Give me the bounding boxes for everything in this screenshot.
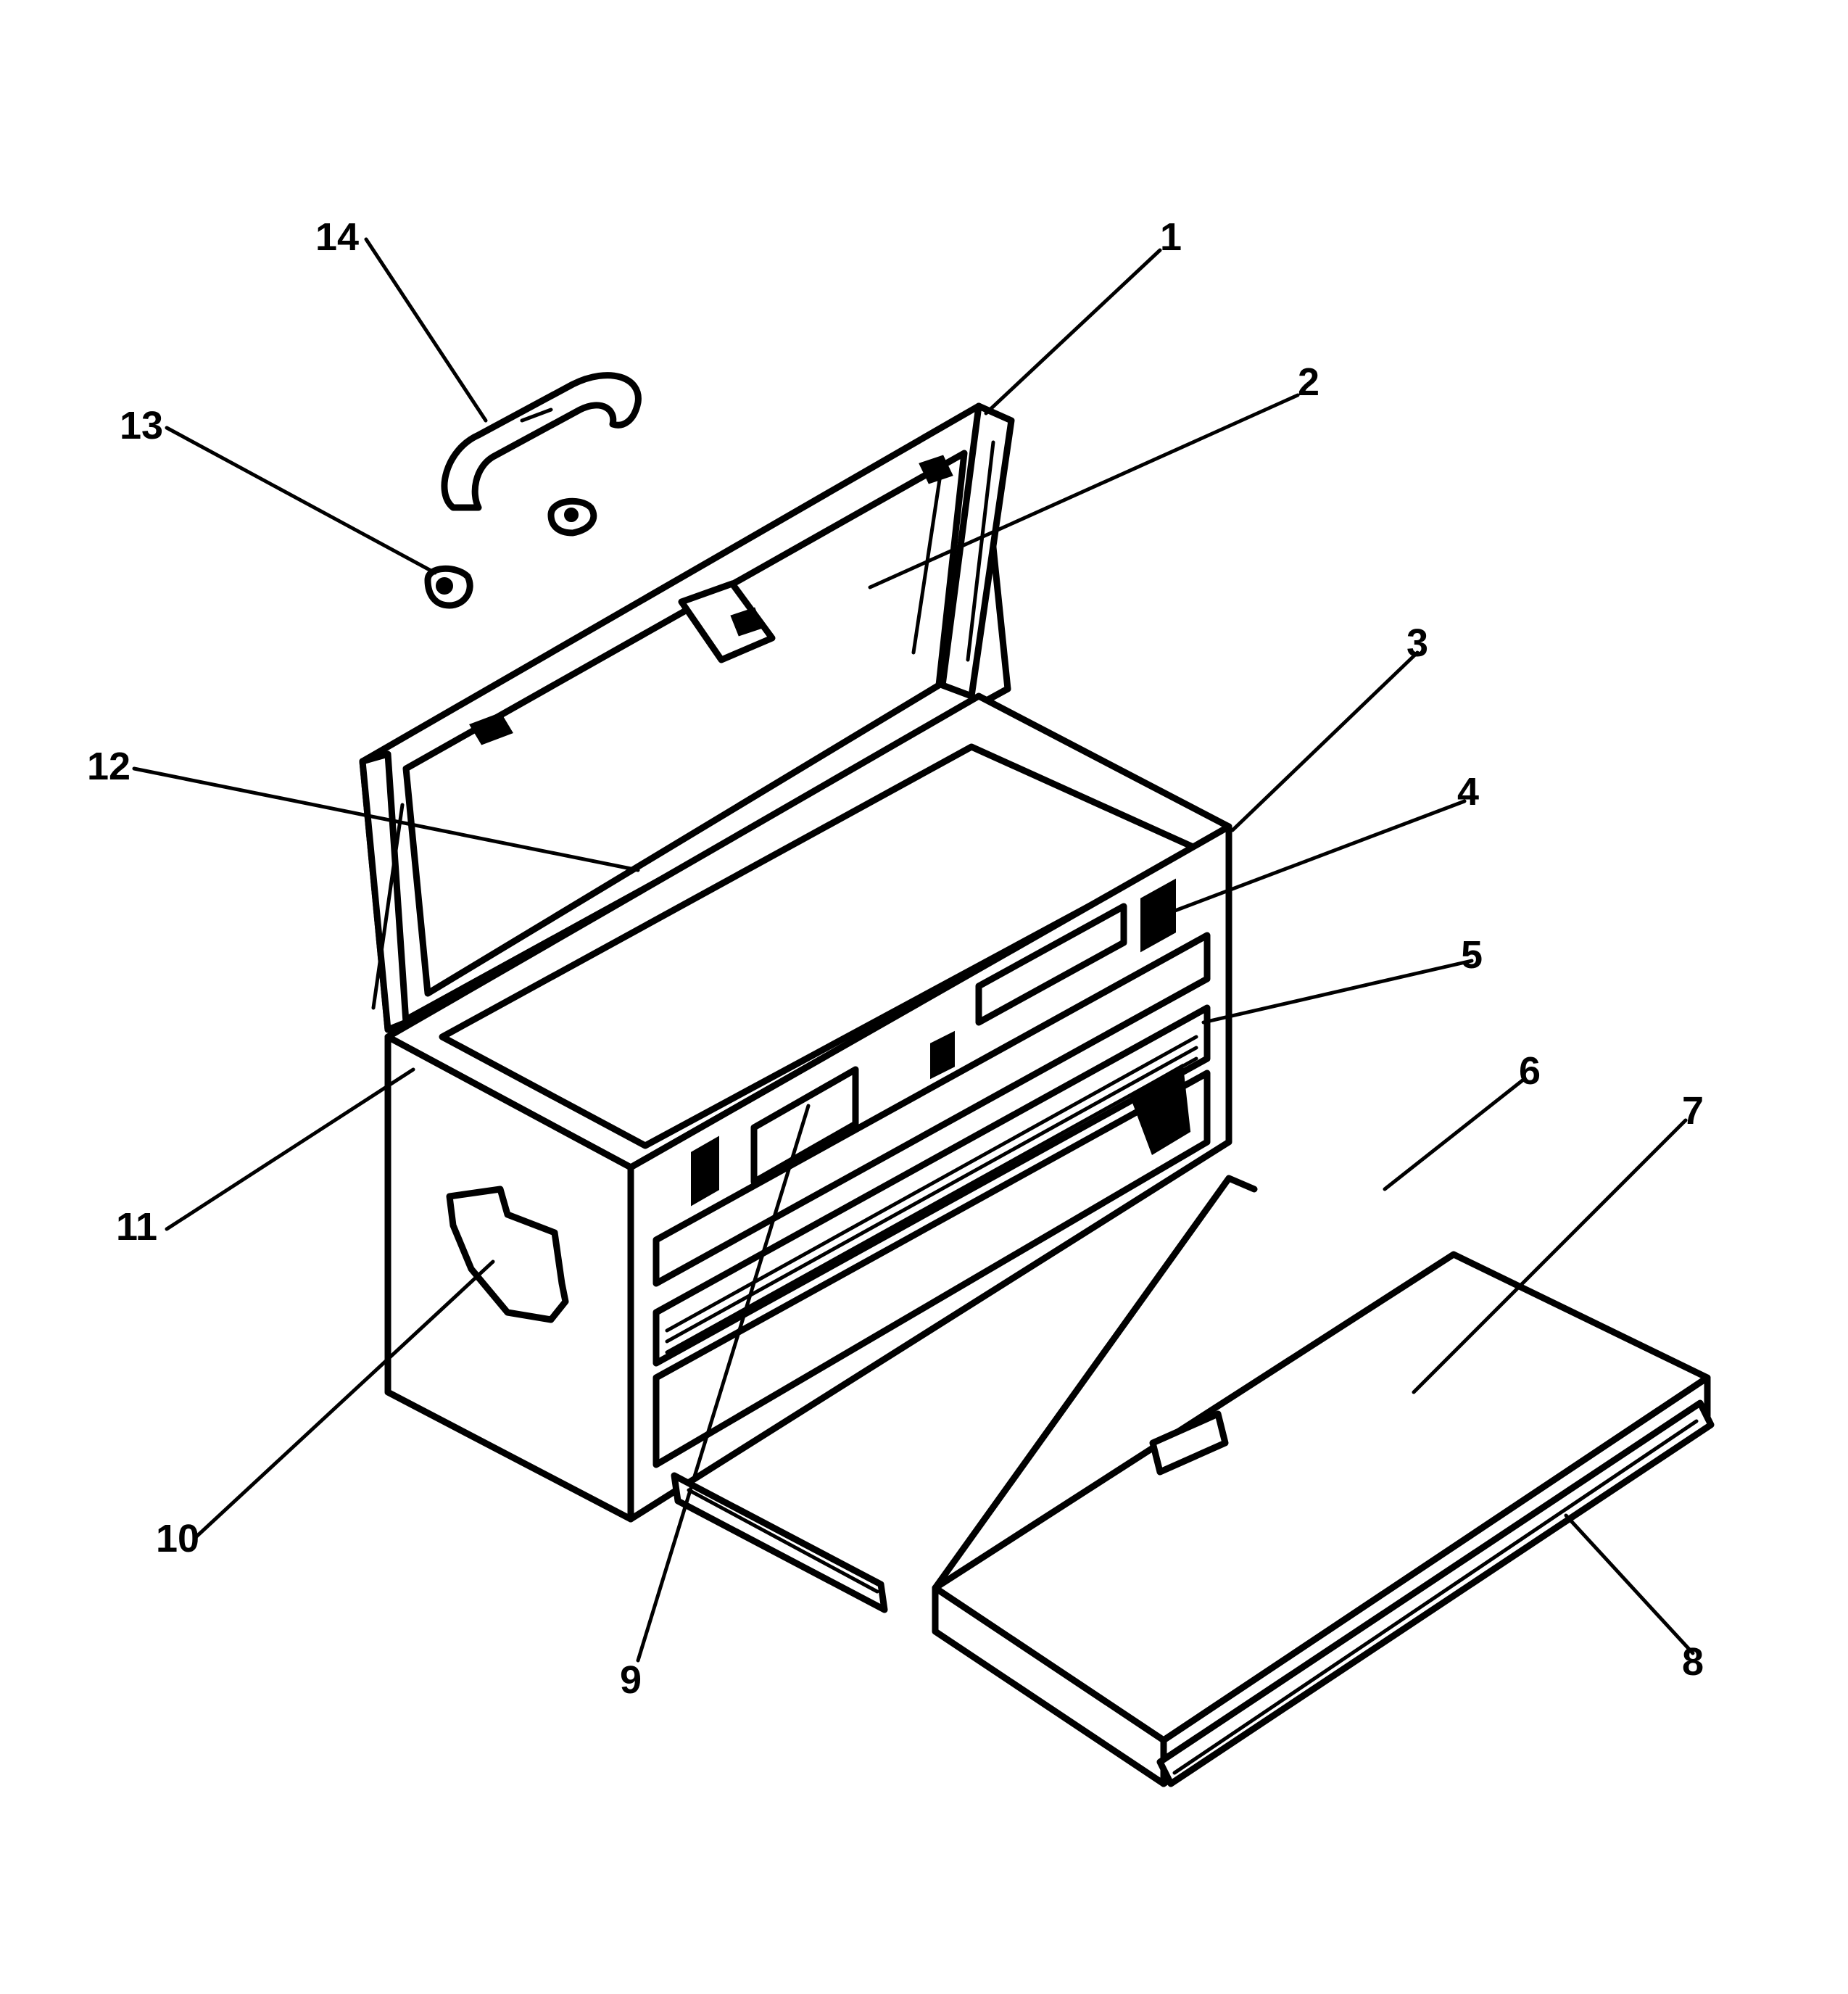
callout-4: 4: [1457, 770, 1479, 814]
upper-drawer: [652, 903, 1211, 1287]
callout-2: 2: [1298, 360, 1319, 404]
drawer-slide-right: [1156, 1399, 1715, 1787]
leader-13: [165, 426, 437, 575]
callout-13: 13: [120, 404, 163, 447]
side-handle-plate: [446, 1186, 569, 1323]
leader-lines: [132, 237, 1695, 1663]
leader-9: [636, 1104, 811, 1663]
leader-7: [1412, 1118, 1688, 1394]
leader-4: [1165, 799, 1467, 916]
leader-8: [1564, 1513, 1695, 1655]
leader-6: [1383, 1078, 1525, 1191]
drawer-slide-left: [671, 1472, 888, 1613]
middle-drawer: [652, 1004, 1211, 1367]
handle-screw: [424, 565, 473, 609]
callout-8: 8: [1682, 1640, 1704, 1684]
drawer-opening: [652, 1063, 1211, 1468]
callout-11: 11: [116, 1205, 157, 1249]
callout-7: 7: [1682, 1089, 1704, 1133]
callout-6: 6: [1519, 1049, 1541, 1093]
carrying-handle: [441, 372, 642, 511]
lid-latch-center: [678, 580, 776, 663]
handle-mount-a: [547, 497, 597, 537]
callout-9: 9: [620, 1658, 642, 1702]
leader-10: [194, 1259, 495, 1539]
leader-3: [1230, 650, 1420, 832]
callout-1: 1: [1160, 215, 1182, 259]
callout-10: 10: [156, 1517, 199, 1560]
leader-14: [364, 237, 488, 423]
callout-14: 14: [315, 215, 359, 259]
drawer-label-plate: [691, 878, 1176, 1207]
lid-clip-right: [919, 455, 953, 484]
leader-12: [132, 766, 640, 872]
callout-12: 12: [87, 745, 130, 788]
callout-labels: 1 2 3 4 5 6 7 8 9 10 11 12 13 14: [87, 215, 1704, 1702]
lid-clip-left: [469, 712, 513, 745]
leader-1: [984, 248, 1162, 415]
leader-2: [868, 393, 1300, 589]
leader-5: [1201, 959, 1474, 1025]
callout-5: 5: [1461, 933, 1483, 977]
lid-inner-panel: [402, 450, 968, 997]
callout-3: 3: [1406, 621, 1428, 665]
leader-11: [165, 1067, 415, 1231]
